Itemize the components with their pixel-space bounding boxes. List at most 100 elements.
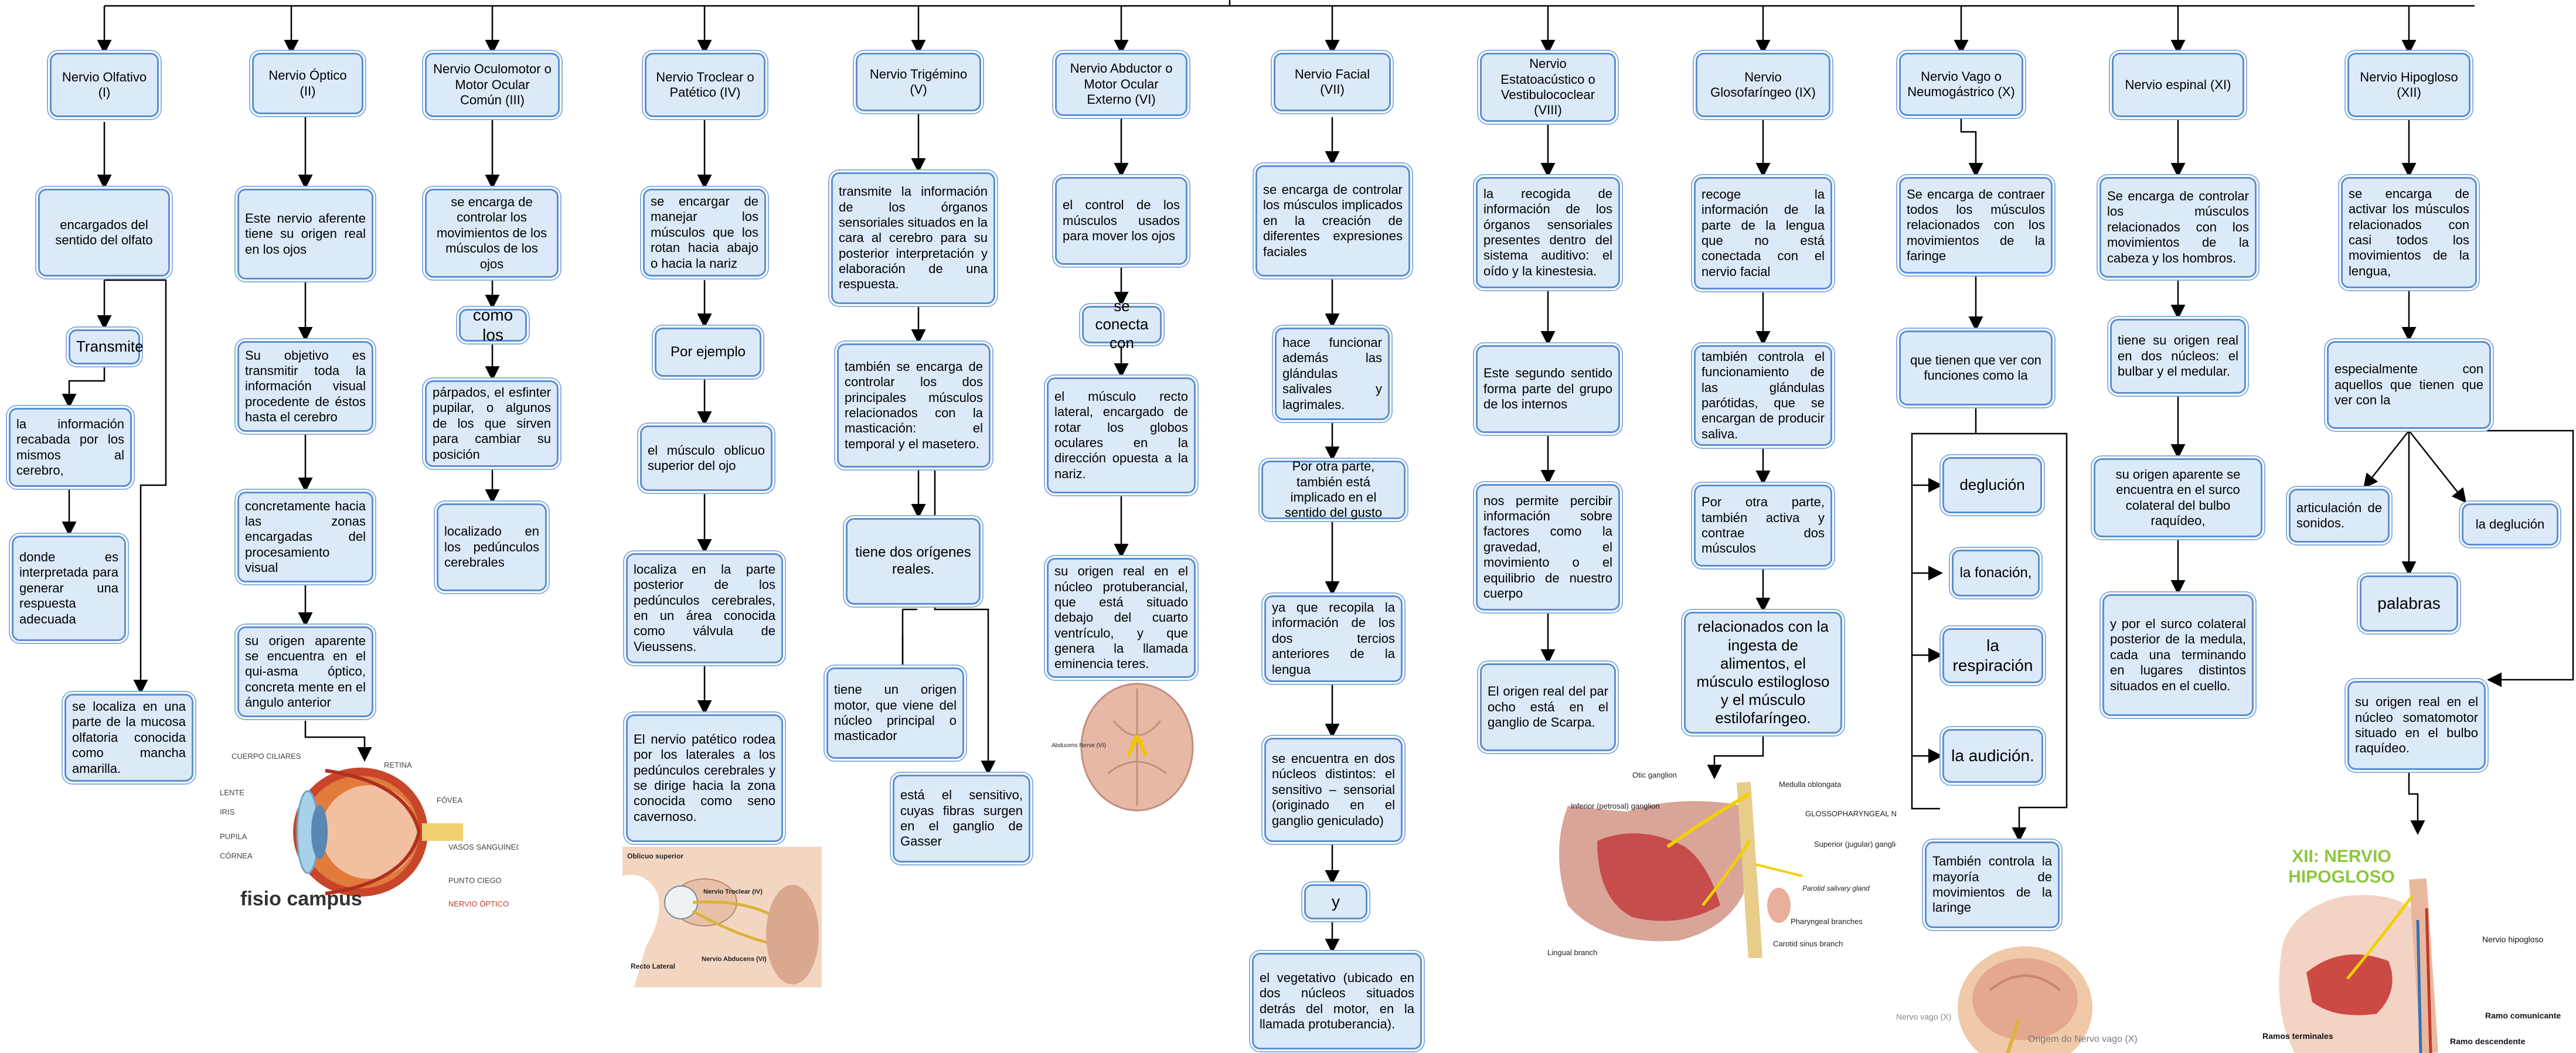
header-label: Nervio Vago o Neumogástrico (X)	[1907, 69, 2015, 99]
header-label: Nervio espinal (XI)	[2125, 77, 2231, 92]
header-espinal[interactable]: Nervio espinal (XI)	[2112, 53, 2244, 117]
brain-base-illustration: Abducens Nerve (VI)	[1049, 680, 1202, 815]
fisio-campus-logo: fisio campus	[240, 888, 362, 910]
troclear-node-1[interactable]: se encargar de manejar los músculos que …	[643, 189, 766, 277]
optico-node-3[interactable]: concretamente hacia las zonas encargadas…	[237, 492, 373, 582]
optico-node-4[interactable]: su origen aparente se encuentra en el qu…	[237, 626, 373, 717]
facial-node-4[interactable]: ya que recopila la información de los do…	[1264, 595, 1403, 682]
abductor-node-4[interactable]: su origen real en el núcleo protuberanci…	[1047, 558, 1196, 678]
hipogloso-node-4[interactable]: la deglución	[2462, 503, 2558, 546]
vago-node-5[interactable]: la respiración	[1942, 628, 2043, 683]
header-olfativo[interactable]: Nervio Olfativo (I)	[50, 53, 159, 117]
node-text: se localiza en una parte de la mucosa ol…	[72, 699, 186, 776]
header-troclear[interactable]: Nervio Troclear o Patético (IV)	[645, 53, 765, 117]
trigemino-node-5[interactable]: está el sensitivo, cuyas fibras surgen e…	[893, 775, 1030, 863]
oculomotor-node-4[interactable]: localizado en los pedúnculos cerebrales	[437, 503, 547, 591]
glossopharyngeal-illustration: Otic ganglion Medulla oblongata Inferior…	[1533, 771, 1896, 958]
node-text: donde es interpretada para generar una r…	[19, 550, 118, 626]
facial-node-2[interactable]: hace funcionar además las glándulas sali…	[1275, 328, 1390, 420]
facial-node-5[interactable]: se encuentra en dos núcleos distintos: e…	[1264, 738, 1403, 842]
node-text: Este nervio aferente tiene su origen rea…	[245, 210, 366, 257]
facial-node-7[interactable]: el vegetativo (ubicado en dos núcleos si…	[1252, 953, 1422, 1049]
espinal-node-1[interactable]: Se encarga de controlar los músculos rel…	[2099, 177, 2257, 278]
oculomotor-node-3[interactable]: párpados, el esfinter pupilar, o algunos…	[425, 380, 559, 467]
header-optico[interactable]: Nervio Óptico (II)	[252, 53, 363, 114]
hipogloso-node-2[interactable]: especialmente con aquellos que tienen qu…	[2327, 341, 2491, 429]
estato-node-4[interactable]: El origen real del par ocho está en el g…	[1480, 663, 1616, 751]
hypoglossal-title: XII: NERVIO HIPOGLOSO	[2288, 847, 2395, 887]
node-text: tiene su origen real en dos núcleos: el …	[2118, 333, 2238, 379]
olfativo-node-1[interactable]: encargados del sentido del olfato	[38, 189, 170, 277]
node-text: que tienen que ver con funciones como la	[1910, 352, 2041, 383]
troclear-node-2[interactable]: Por ejemplo	[655, 328, 761, 377]
abductor-node-1[interactable]: el control de los músculos usados para m…	[1055, 177, 1187, 265]
header-hipogloso[interactable]: Nervio Hipogloso (XII)	[2347, 53, 2470, 117]
espinal-node-2[interactable]: tiene su origen real en dos núcleos: el …	[2110, 319, 2246, 394]
estato-node-3[interactable]: nos permite percibir información sobre f…	[1476, 484, 1620, 611]
troclear-node-5[interactable]: El nervio patético rodea por los lateral…	[626, 714, 783, 842]
olfativo-node-2[interactable]: Transmite	[69, 329, 144, 364]
olfativo-node-4[interactable]: donde es interpretada para generar una r…	[12, 536, 126, 641]
olfativo-node-3[interactable]: la información recabada por los mismos a…	[9, 408, 132, 487]
glosso-label: Pharyngeal branches	[1791, 917, 1863, 926]
vago-node-4[interactable]: la fonación,	[1952, 550, 2040, 597]
abductor-node-2[interactable]: se conecta con	[1082, 297, 1162, 352]
header-facial[interactable]: Nervio Facial (VII)	[1274, 53, 1391, 111]
header-vago[interactable]: Nervio Vago o Neumogástrico (X)	[1899, 53, 2023, 116]
header-label: Nervio Trigémino (V)	[869, 66, 968, 97]
hypoglossal-label: Ramos terminales	[2262, 1031, 2333, 1041]
vagus-label: Origem do Nervo vago (X)	[2028, 1034, 2138, 1044]
header-estatoacustico[interactable]: Nervio Estatoacústico o Vestibulococlear…	[1480, 53, 1616, 122]
glosso-node-3[interactable]: Por otra parte, también activa y contrae…	[1694, 485, 1832, 567]
glosso-label: Medulla oblongata	[1779, 780, 1842, 789]
hipogloso-node-1[interactable]: se encarga de activar los músculos relac…	[2341, 177, 2477, 288]
facial-node-6[interactable]: y	[1304, 884, 1367, 919]
node-text: su origen real en el núcleo somatomotor …	[2355, 694, 2478, 756]
espinal-node-4[interactable]: y por el surco colateral posterior de la…	[2102, 594, 2254, 716]
estato-node-1[interactable]: la recogida de información de los órgano…	[1476, 177, 1620, 288]
estato-node-2[interactable]: Este segundo sentido forma parte del gru…	[1476, 345, 1620, 433]
header-glosofaringeo[interactable]: Nervio Glosofaríngeo (IX)	[1696, 53, 1830, 117]
hipogloso-node-6[interactable]: su origen real en el núcleo somatomotor …	[2347, 681, 2486, 770]
troclear-node-4[interactable]: localiza en la parte posterior de los pe…	[626, 553, 783, 663]
header-label: Nervio Óptico (II)	[268, 68, 347, 98]
header-abductor[interactable]: Nervio Abductor o Motor Ocular Externo (…	[1055, 53, 1187, 116]
eye-label: FÓVEA	[437, 796, 462, 805]
trigemino-node-1[interactable]: transmite la información de los órganos …	[831, 172, 995, 304]
facial-node-1[interactable]: se encarga de controlar los músculos imp…	[1255, 165, 1410, 277]
optico-node-2[interactable]: Su objetivo es transmitir toda la inform…	[237, 341, 373, 432]
node-text: relacionados con la ingesta de alimentos…	[1696, 618, 1830, 727]
glosso-node-1[interactable]: recoge la información de la parte de la …	[1694, 177, 1832, 289]
abductor-node-3[interactable]: el músculo recto lateral, encargado de r…	[1047, 377, 1196, 493]
espinal-node-3[interactable]: su origen aparente se encuentra en el su…	[2094, 458, 2262, 537]
glosso-node-2[interactable]: también controla el funcionamiento de la…	[1694, 345, 1832, 446]
header-trigemino[interactable]: Nervio Trigémino (V)	[856, 53, 981, 111]
olfativo-node-5[interactable]: se localiza en una parte de la mucosa ol…	[64, 694, 193, 782]
oculomotor-node-1[interactable]: se encarga de controlar los movimientos …	[425, 189, 559, 278]
trigemino-node-3[interactable]: tiene dos orígenes reales.	[846, 518, 981, 605]
vagus-illustration: Nervo vago (X) Origem do Nervo vago (X)	[1890, 938, 2139, 1053]
node-text: el control de los músculos usados para m…	[1063, 197, 1180, 244]
optico-node-1[interactable]: Este nervio aferente tiene su origen rea…	[237, 189, 373, 280]
glosso-node-4[interactable]: relacionados con la ingesta de alimentos…	[1684, 612, 1842, 734]
glosso-label: Inferior (petrosal) ganglion	[1571, 802, 1660, 810]
oculomotor-node-2[interactable]: como los	[459, 306, 527, 344]
trigemino-node-2[interactable]: también se encarga de controlar los dos …	[837, 343, 991, 468]
trigemino-node-4[interactable]: tiene un origen motor, que viene del núc…	[826, 667, 964, 759]
glosso-label: Carotid sinus branch	[1773, 939, 1843, 948]
vago-node-3[interactable]: deglución	[1942, 457, 2042, 513]
vago-node-1[interactable]: Se encarga de contraer todos los músculo…	[1899, 177, 2053, 274]
header-label: Nervio Hipogloso (XII)	[2360, 69, 2458, 100]
hipogloso-node-3[interactable]: articulación de sonidos.	[2289, 489, 2390, 543]
skull-label: Recto Lateral	[631, 962, 675, 970]
header-label: Nervio Troclear o Patético (IV)	[656, 69, 754, 100]
header-oculomotor[interactable]: Nervio Oculomotor o Motor Ocular Común (…	[425, 53, 560, 117]
eye-label: LENTE	[220, 788, 244, 797]
facial-node-3[interactable]: Por otra parte, también está implicado e…	[1261, 459, 1406, 520]
hipogloso-node-5[interactable]: palabras	[2360, 575, 2458, 632]
vago-node-7[interactable]: También controla la mayoría de movimient…	[1925, 841, 2060, 928]
vago-node-6[interactable]: la audición.	[1942, 729, 2043, 783]
vago-node-2[interactable]: que tienen que ver con funciones como la	[1899, 330, 2053, 405]
troclear-node-3[interactable]: el músculo oblicuo superior del ojo	[640, 425, 773, 491]
